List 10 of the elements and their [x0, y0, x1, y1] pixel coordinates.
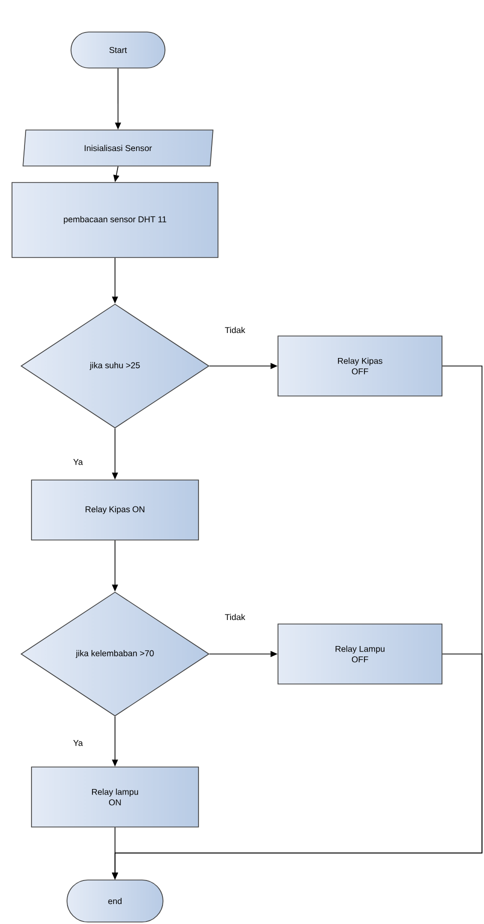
- process-box: Relay lampu ON: [31, 766, 199, 828]
- input-output-parallelogram: Inisialisasi Sensor: [22, 130, 214, 166]
- edge-label: Tidak: [224, 612, 246, 622]
- edge-label: Tidak: [224, 326, 246, 334]
- edge-label: Ya: [72, 739, 84, 747]
- process-box: Relay Lampu OFF: [278, 624, 442, 684]
- edge-label: Ya: [72, 458, 84, 466]
- process-box: Relay Kipas ON: [31, 480, 199, 540]
- process-box: pembacaan sensor DHT 11: [12, 182, 218, 258]
- process-box: Relay Kipas OFF: [278, 336, 442, 396]
